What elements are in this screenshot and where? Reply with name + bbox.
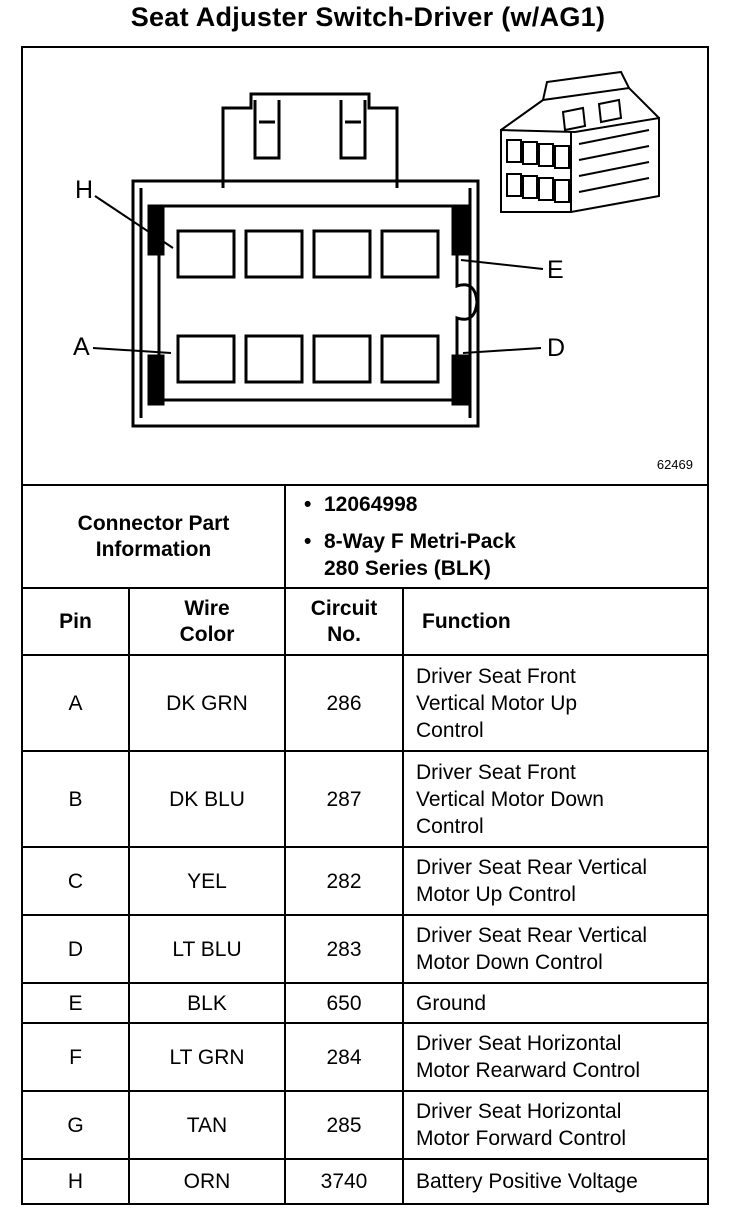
connector-info-details: •12064998 •8-Way F Metri-Pack 280 Series… <box>284 486 707 589</box>
pin-cell: G <box>23 1090 130 1160</box>
function-line: Ground <box>416 991 487 1015</box>
connector-sheet: H E A D 62469 Connector Part Information… <box>21 46 709 1205</box>
function-line: Driver Seat Horizontal <box>416 1032 622 1055</box>
function-cell: Ground <box>402 982 707 1024</box>
wire-color-cell: DK GRN <box>128 654 286 752</box>
function-line: Driver Seat Rear Vertical <box>416 924 648 947</box>
connector-info-row: Connector Part Information •12064998 •8-… <box>23 486 707 589</box>
wire-color-cell: LT BLU <box>128 914 286 984</box>
function-line: Driver Seat Front <box>416 664 576 688</box>
pinout-table: Connector Part Information •12064998 •8-… <box>23 486 707 1203</box>
circuit-cell: 285 <box>284 1090 404 1160</box>
wire-color-cell: LT GRN <box>128 1022 286 1092</box>
pin-label-a: A <box>73 333 90 361</box>
circuit-cell: 650 <box>284 982 404 1024</box>
function-line: Motor Rearward Control <box>416 1059 641 1082</box>
circuit-cell: 3740 <box>284 1158 404 1203</box>
circuit-cell: 286 <box>284 654 404 752</box>
connector-description: •8-Way F Metri-Pack <box>304 530 516 553</box>
connector-series: 280 Series (BLK) <box>324 557 491 580</box>
circuit-cell: 282 <box>284 846 404 916</box>
function-line: Driver Seat Rear Vertical <box>416 856 648 879</box>
pin-cell: B <box>23 750 130 848</box>
connector-diagram: H E A D 62469 <box>23 48 707 486</box>
wire-color-cell: DK BLU <box>128 750 286 848</box>
pin-cell: E <box>23 982 130 1024</box>
function-line: Battery Positive Voltage <box>416 1170 638 1193</box>
pin-cell: A <box>23 654 130 752</box>
header-wire-color: Wire Color <box>128 587 286 656</box>
function-line: Vertical Motor Up <box>416 691 578 715</box>
pin-cell: D <box>23 914 130 984</box>
pin-label-d: D <box>547 334 566 362</box>
wire-color-cell: ORN <box>128 1158 286 1203</box>
function-line: Motor Forward Control <box>416 1127 627 1150</box>
pin-cell: F <box>23 1022 130 1092</box>
wire-color-cell: TAN <box>128 1090 286 1160</box>
circuit-cell: 283 <box>284 914 404 984</box>
function-line: Driver Seat Horizontal <box>416 1100 622 1123</box>
connector-info-label: Connector Part Information <box>23 486 286 589</box>
header-circuit-no: Circuit No. <box>284 587 404 656</box>
table-header-row: Pin Wire Color Circuit No. Function <box>23 587 707 656</box>
circuit-cell: 284 <box>284 1022 404 1092</box>
function-line: Motor Up Control <box>416 883 576 906</box>
figure-number: 62469 <box>656 457 693 472</box>
part-number: •12064998 <box>304 493 418 516</box>
circuit-cell: 287 <box>284 750 404 848</box>
function-line: Vertical Motor Down <box>416 787 604 811</box>
function-line: Control <box>416 814 484 838</box>
function-line: Control <box>416 718 484 742</box>
connector-face-drawing <box>92 70 660 428</box>
wire-color-cell: YEL <box>128 846 286 916</box>
function-line: Motor Down Control <box>416 951 603 974</box>
pin-label-e: E <box>547 256 564 284</box>
pin-label-h: H <box>75 176 94 204</box>
wire-color-cell: BLK <box>128 982 286 1024</box>
pin-cell: C <box>23 846 130 916</box>
function-line: Driver Seat Front <box>416 760 576 784</box>
pin-cell: H <box>23 1158 130 1203</box>
header-function: Function <box>402 587 707 656</box>
header-pin: Pin <box>23 587 130 656</box>
function-cell: Battery Positive Voltage <box>402 1158 707 1203</box>
page-title: Seat Adjuster Switch-Driver (w/AG1) <box>130 2 606 32</box>
